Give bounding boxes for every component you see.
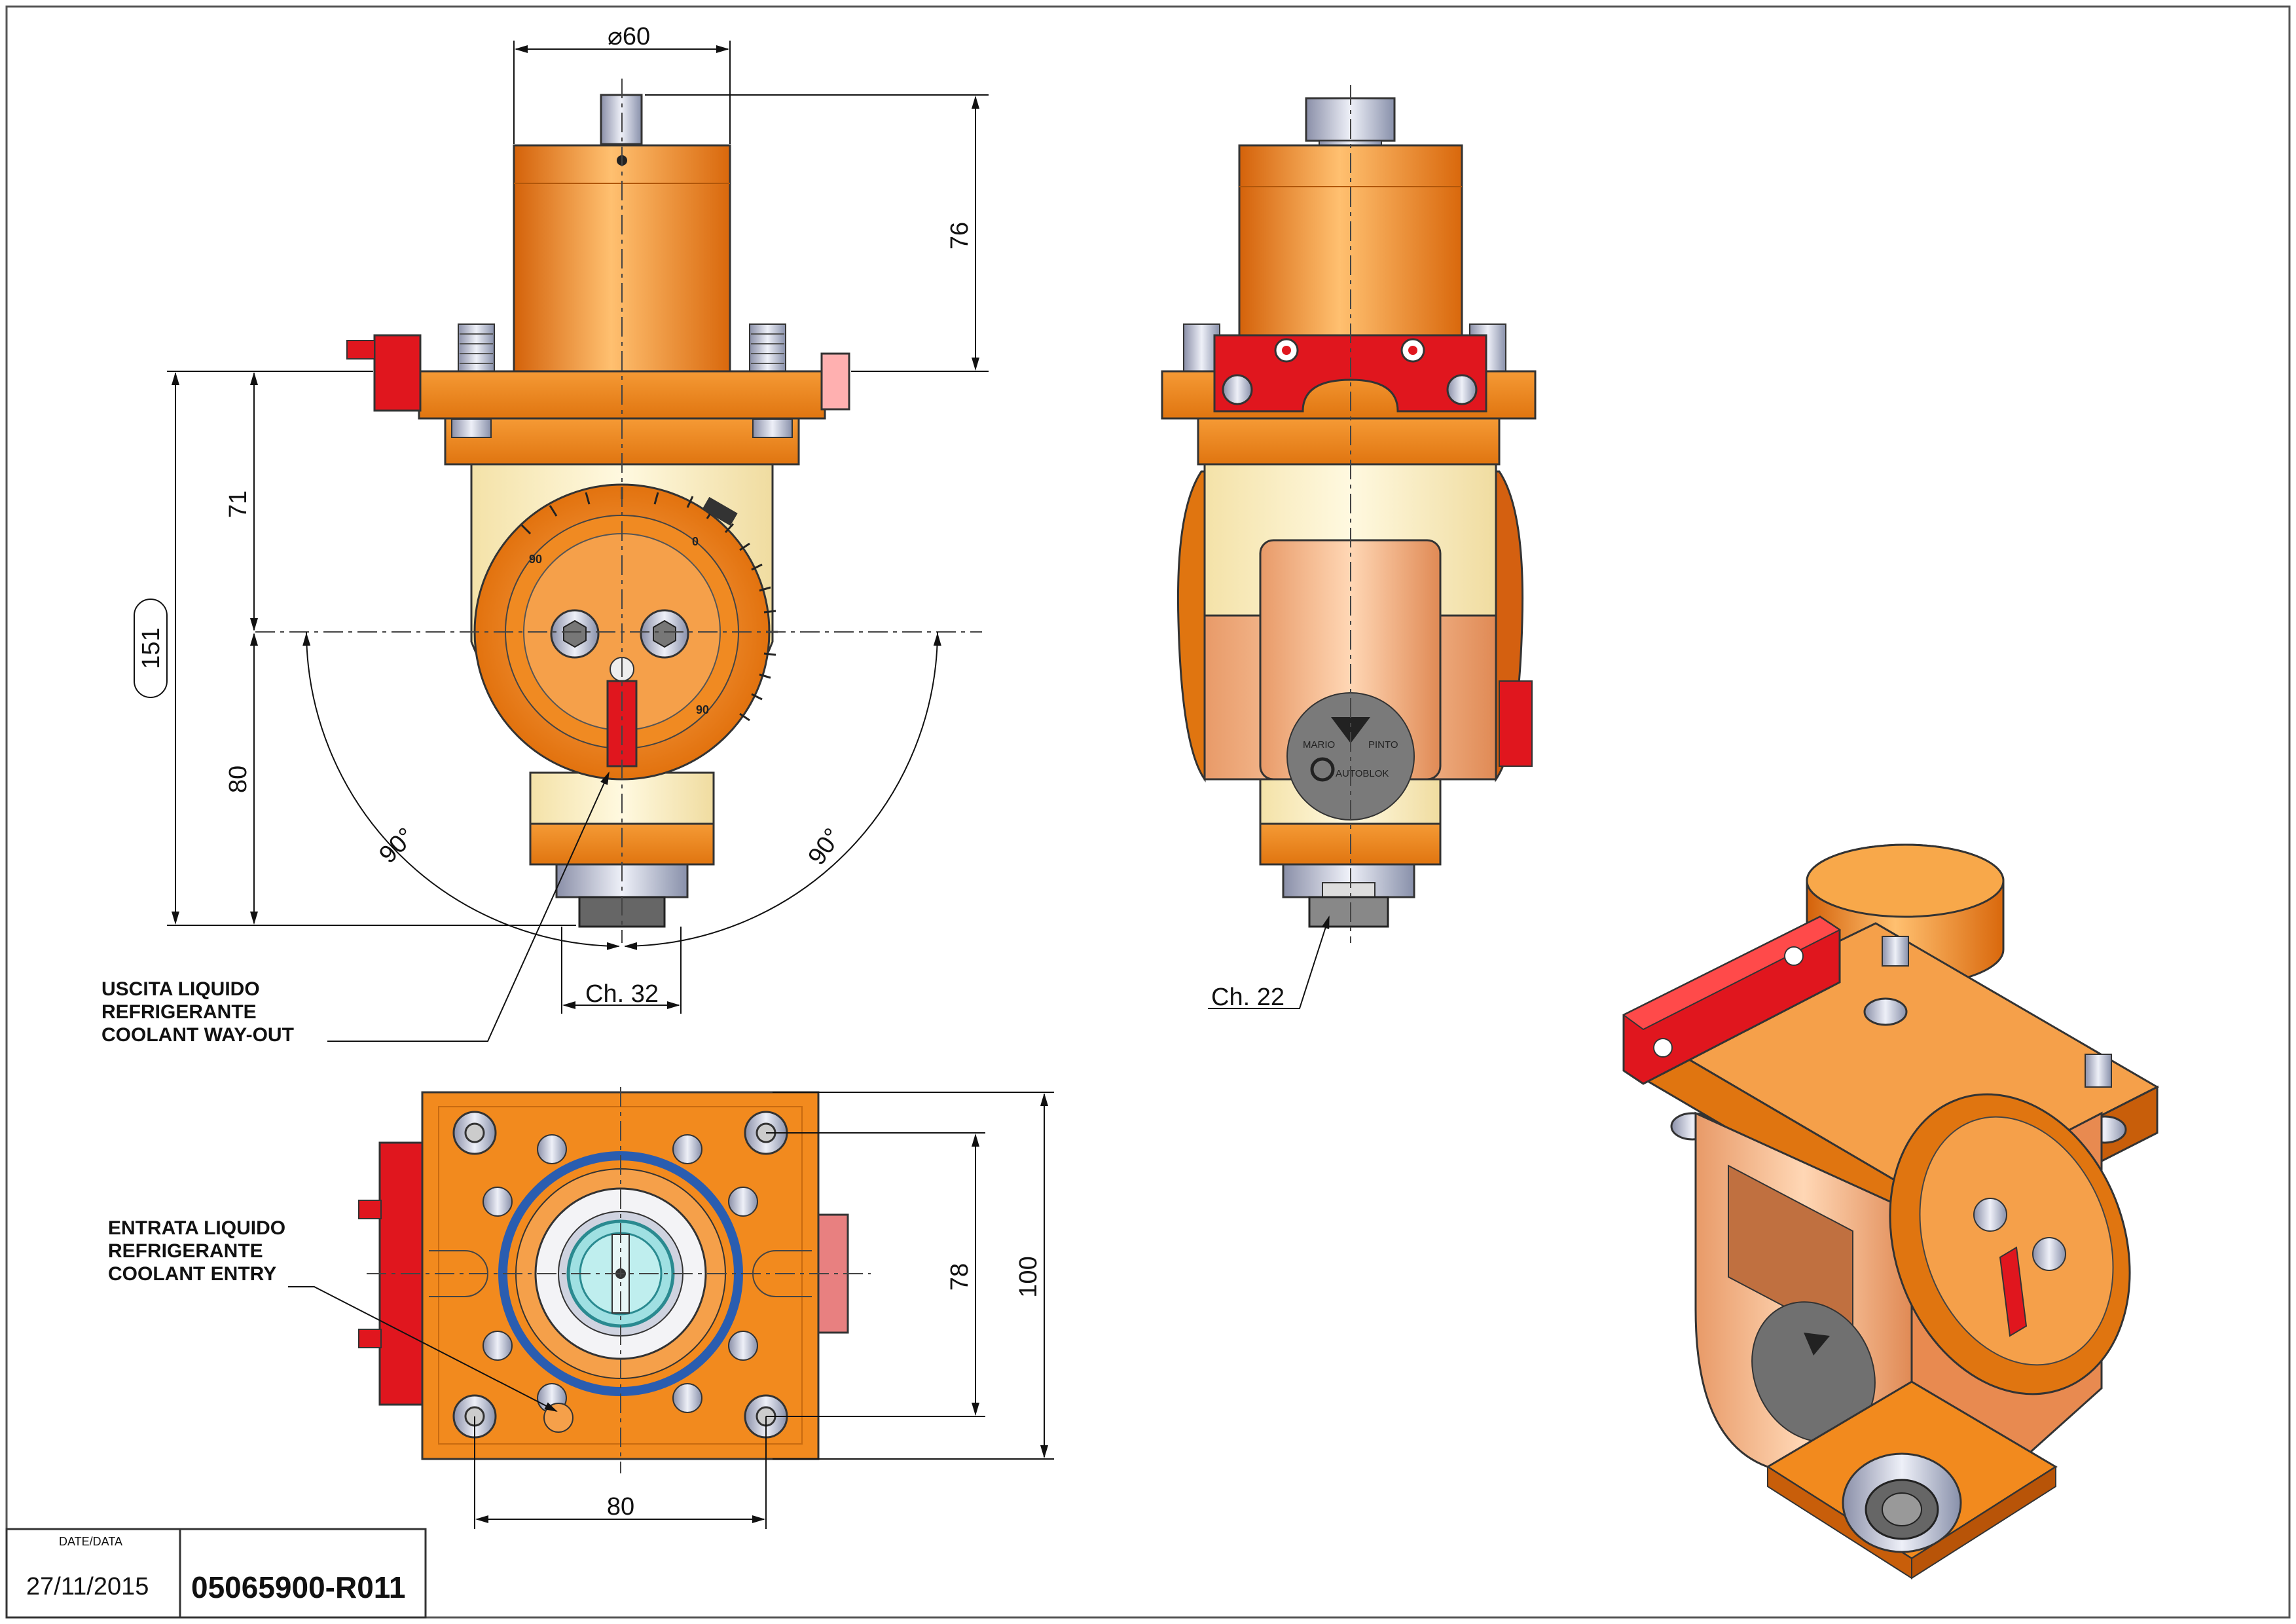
title-block: DATE/DATA 27/11/2015 05065900-R011 [5, 1528, 427, 1619]
logo-pinto: PINTO [1368, 739, 1398, 750]
dim-ch22: Ch. 22 [1211, 984, 1285, 1011]
side-view: MARIO PINTO AUTOBLOK [1161, 85, 1537, 943]
dim-angle-left: 90° [374, 822, 420, 868]
dim-71: 71 [225, 490, 252, 518]
sheet-border [5, 5, 2291, 1619]
dim-80: 80 [225, 766, 252, 793]
dim-diameter: ⌀60 [608, 23, 650, 50]
note-inlet-2: REFRIGERANTE [108, 1240, 263, 1262]
note-inlet-1: ENTRATA LIQUIDO [108, 1217, 285, 1239]
dial-mark-90-left: 90 [529, 553, 542, 566]
flange-view [358, 1087, 871, 1473]
dim-151: 151 [137, 627, 165, 669]
title-code: 05065900-R011 [191, 1570, 405, 1604]
dim-100: 100 [1015, 1256, 1042, 1297]
title-date-label: DATE/DATA [59, 1535, 122, 1548]
dim-78: 78 [946, 1263, 974, 1291]
note-outlet-3: COOLANT WAY-OUT [101, 1024, 294, 1046]
note-outlet-1: USCITA LIQUIDO [101, 978, 260, 1000]
note-inlet-3: COOLANT ENTRY [108, 1263, 276, 1285]
note-outlet-2: REFRIGERANTE [101, 1001, 257, 1023]
dial-mark-0: 0 [692, 535, 699, 548]
dim-80-flange: 80 [607, 1493, 634, 1521]
logo-mario: MARIO [1303, 739, 1335, 750]
dim-angle-right: 90° [803, 824, 847, 870]
dial-mark-90-bottom: 90 [696, 703, 709, 716]
front-dimensions [167, 41, 989, 1042]
dim-ch32: Ch. 32 [585, 980, 659, 1008]
logo-autoblok: AUTOBLOK [1336, 768, 1389, 779]
title-date: 27/11/2015 [26, 1573, 149, 1600]
dim-76: 76 [946, 222, 974, 249]
isometric-view [1622, 843, 2160, 1579]
